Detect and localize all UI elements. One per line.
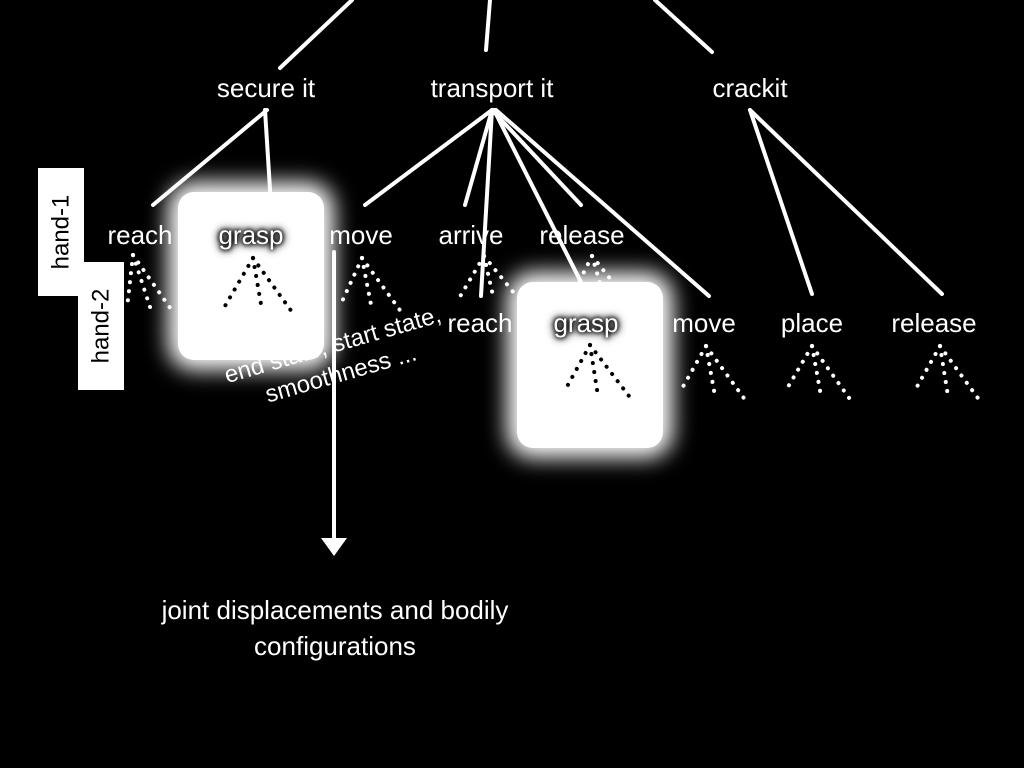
node-transport-it: transport it — [430, 73, 554, 103]
fan-hand1-reach — [125, 253, 175, 314]
hand1-grasp-label: grasp — [218, 220, 284, 250]
hand2-reach-label: reach — [447, 308, 513, 338]
result-text: joint displacements and bodily configura… — [161, 595, 509, 661]
hand2-release-label: release — [891, 308, 977, 338]
edge-root-transport — [484, 0, 492, 52]
hand2-grasp-label: grasp — [553, 308, 619, 338]
edge-transport-move2 — [494, 108, 711, 298]
edge-crack-place — [748, 108, 814, 296]
edge-transport-reach2 — [479, 108, 494, 298]
fan-hand1-arrive — [456, 254, 520, 302]
grasp-highlight-hand2 — [517, 282, 663, 448]
hand-2-tag: hand-2 — [78, 262, 124, 390]
fan-hand1-grasp — [223, 256, 294, 314]
fan-hand2-release — [912, 344, 982, 403]
node-secure-it: secure it — [216, 73, 316, 103]
edge-secure-grasp — [263, 108, 273, 207]
edge-transport-grasp2 — [492, 108, 590, 298]
hand-1-tag: hand-1 — [38, 168, 84, 296]
hand2-place-label: place — [780, 308, 844, 338]
hand1-arrive-label: arrive — [438, 220, 504, 250]
node-crackit: crackit — [712, 73, 788, 103]
fan-hand1-release — [572, 254, 618, 294]
fan-hand2-place — [783, 344, 854, 404]
edge-root-secure — [278, 0, 354, 70]
fan-hand1-move — [338, 256, 404, 315]
hand1-release-label: release — [539, 220, 625, 250]
hand1-reach-label: reach — [107, 220, 173, 250]
arrow-head — [321, 538, 347, 556]
edge-crack-release2 — [748, 108, 944, 296]
edge-secure-reach — [151, 108, 269, 207]
fan-hand2-grasp — [562, 343, 634, 402]
edge-transport-release — [490, 108, 583, 207]
edge-root-crack — [653, 0, 714, 54]
hand1-move-label: move — [329, 220, 393, 250]
hand2-move-label: move — [672, 308, 736, 338]
grasp-highlight-hand1 — [178, 192, 324, 360]
edge-transport-arrive — [463, 108, 494, 207]
fan-hand2-move — [678, 344, 748, 403]
edge-transport-move — [363, 108, 494, 207]
